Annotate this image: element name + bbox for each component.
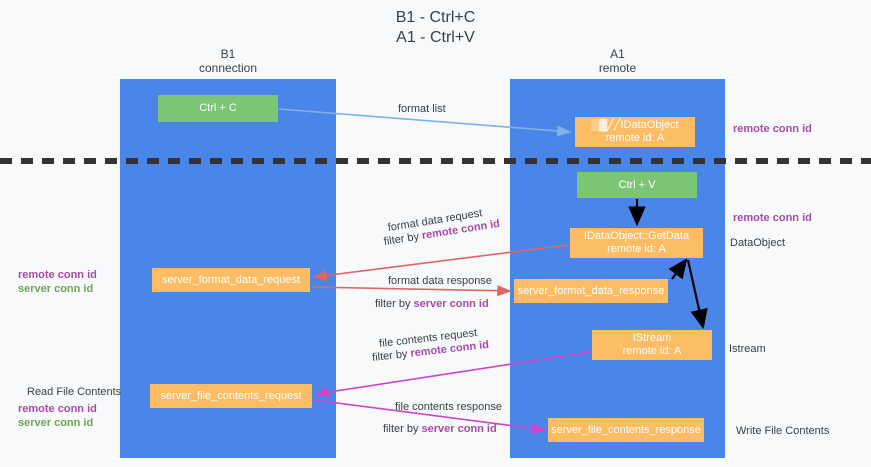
node-ctrl-c[interactable]: Ctrl + C bbox=[158, 95, 278, 122]
node-ctrl-v-label: Ctrl + V bbox=[618, 178, 656, 191]
lane-header-b1: B1 connection bbox=[198, 47, 258, 75]
node-idataobject-line2: remote id: A bbox=[605, 132, 665, 144]
edge-label-file-contents-response-filter: filter by server conn id bbox=[383, 422, 497, 436]
annotation-right-remote-conn-id-1: remote conn id bbox=[733, 123, 812, 135]
filter-key-server-conn-id: server conn id bbox=[421, 423, 497, 435]
node-istream-line2: remote id: A bbox=[622, 345, 682, 357]
lane-header-a1: A1 remote bbox=[598, 47, 637, 75]
annotation-right-istream: Istream bbox=[729, 343, 766, 355]
node-server-format-data-response[interactable]: server_format_data_response bbox=[514, 279, 668, 303]
node-ctrl-v[interactable]: Ctrl + V bbox=[577, 172, 697, 198]
edge-label-file-contents-response: file contents response bbox=[395, 401, 503, 413]
node-ctrl-c-label: Ctrl + C bbox=[199, 102, 237, 114]
node-getdata-line1: IDataObject::GetData bbox=[583, 230, 690, 242]
node-idataobject-line1: ▒▓╱╱IDataObject bbox=[591, 119, 679, 131]
filter-key-server-conn-id: server conn id bbox=[413, 298, 489, 310]
node-server-format-data-request[interactable]: server_format_data_request bbox=[152, 268, 310, 292]
node-server-file-contents-response-label: server_file_contents_response bbox=[551, 423, 701, 436]
edge-label-format-data-response: format data response bbox=[388, 275, 492, 287]
filter-prefix: filter by bbox=[375, 298, 414, 310]
node-istream[interactable]: IStream remote id: A bbox=[592, 330, 712, 360]
diagram-title: B1 - Ctrl+C A1 - Ctrl+V bbox=[395, 9, 476, 46]
annotation-right-remote-conn-id-2: remote conn id bbox=[733, 212, 812, 224]
annotation-left-server-conn-id: server conn id bbox=[18, 283, 94, 295]
annotation-right-dataobject: DataObject bbox=[730, 237, 786, 249]
annotation-left-remote-conn-id: remote conn id bbox=[18, 269, 97, 281]
annotation-left-conn-ids: remote conn id server conn id bbox=[18, 268, 97, 296]
node-idataobject-getdata[interactable]: IDataObject::GetData remote id: A bbox=[570, 228, 703, 258]
node-server-format-data-response-label: server_format_data_response bbox=[517, 284, 665, 297]
edge-label-format-data-response-filter: filter by server conn id bbox=[375, 297, 489, 311]
node-server-file-contents-request-label: server_file_contents_request bbox=[160, 389, 302, 402]
node-istream-line1: IStream bbox=[632, 332, 672, 344]
node-server-file-contents-response[interactable]: server_file_contents_response bbox=[548, 418, 704, 442]
annotation-left-conn-ids-2: remote conn id server conn id bbox=[18, 402, 97, 430]
node-server-file-contents-request[interactable]: server_file_contents_request bbox=[150, 384, 312, 408]
node-server-format-data-request-label: server_format_data_request bbox=[161, 273, 301, 286]
annotation-right-write-file-contents: Write File Contents bbox=[736, 425, 830, 437]
node-getdata-line2: remote id: A bbox=[607, 243, 666, 255]
filter-prefix: filter by bbox=[383, 423, 422, 435]
node-idataobject[interactable]: ▒▓╱╱IDataObject remote id: A bbox=[575, 117, 695, 147]
annotation-left-server-conn-id-2: server conn id bbox=[18, 417, 94, 429]
annotation-left-remote-conn-id-2: remote conn id bbox=[18, 403, 97, 415]
filter-prefix: filter by bbox=[371, 347, 412, 365]
annotation-read-file-contents: Read File Contents bbox=[27, 386, 122, 398]
edge-label-format-list: format list bbox=[398, 103, 446, 115]
